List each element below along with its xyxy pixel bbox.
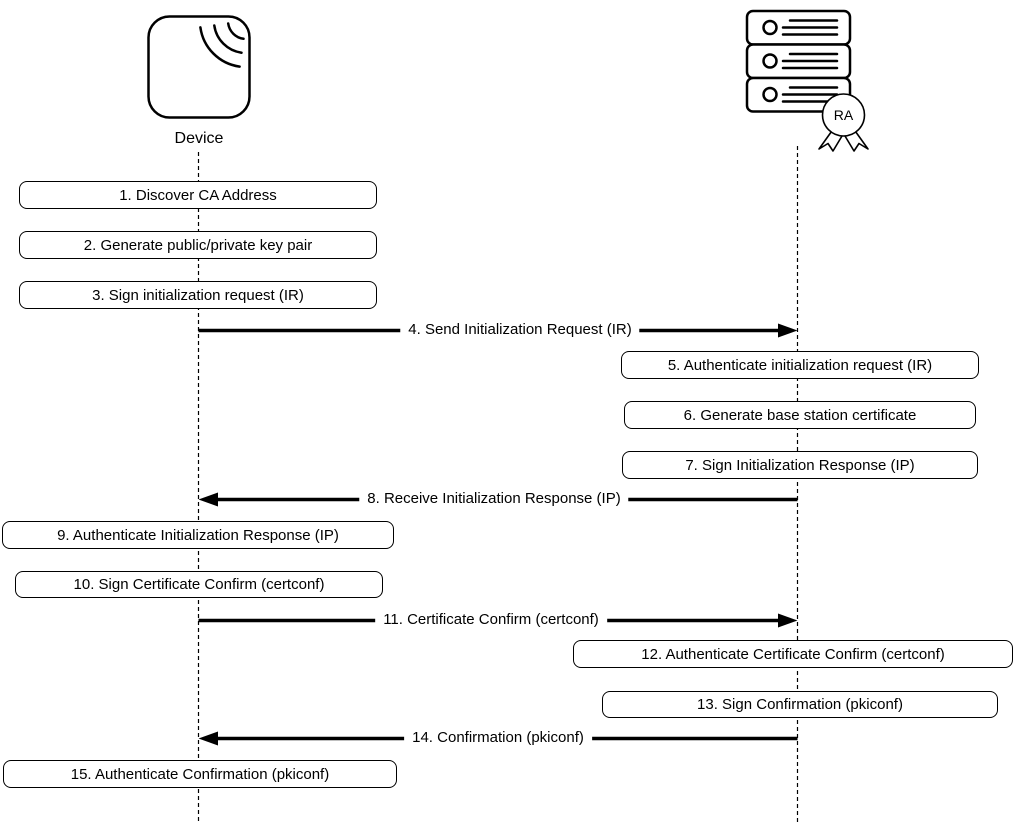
server-stack-icon [745, 9, 852, 113]
arrowhead-right-icon [778, 323, 798, 338]
step-box-13: 13. Sign Confirmation (pkiconf) [602, 691, 998, 718]
step-box-3: 3. Sign initialization request (IR) [19, 281, 377, 309]
step-box-2: 2. Generate public/private key pair [19, 231, 377, 259]
wifi-arcs-icon [199, 22, 245, 68]
arrowhead-left-icon [198, 731, 218, 746]
device-actor-label: Device [174, 130, 224, 147]
message-label-4: 4. Send Initialization Request (IR) [400, 319, 640, 341]
arrowhead-left-icon [198, 492, 218, 507]
message-label-8: 8. Receive Initialization Response (IP) [359, 488, 629, 510]
step-box-10: 10. Sign Certificate Confirm (certconf) [15, 571, 383, 598]
step-box-7: 7. Sign Initialization Response (IP) [622, 451, 978, 479]
step-box-9: 9. Authenticate Initialization Response … [2, 521, 394, 549]
step-box-1: 1. Discover CA Address [19, 181, 377, 209]
message-label-11: 11. Certificate Confirm (certconf) [375, 609, 607, 631]
step-box-15: 15. Authenticate Confirmation (pkiconf) [3, 760, 397, 788]
step-box-6: 6. Generate base station certificate [624, 401, 976, 429]
ra-badge-icon [818, 93, 869, 152]
device-icon [147, 15, 251, 119]
step-box-12: 12. Authenticate Certificate Confirm (ce… [573, 640, 1013, 668]
message-label-14: 14. Confirmation (pkiconf) [404, 727, 592, 749]
arrowhead-right-icon [778, 613, 798, 628]
ra-badge-label: RA [833, 107, 854, 123]
step-box-5: 5. Authenticate initialization request (… [621, 351, 979, 379]
